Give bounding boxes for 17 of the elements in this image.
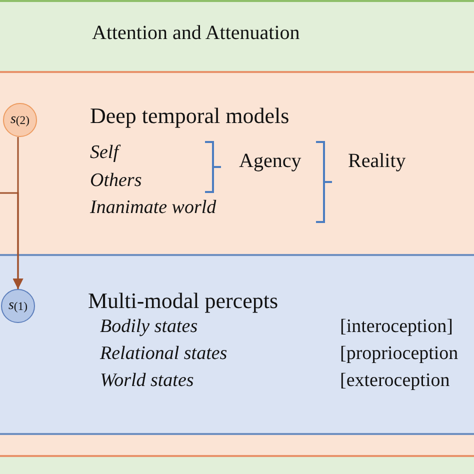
item-text: Others [90, 170, 142, 192]
item-text: Inanimate world [90, 197, 216, 219]
category-text: [proprioception [340, 343, 458, 365]
middle-band [0, 71, 474, 457]
arrow [0, 192, 24, 289]
category-text: [interoception] [340, 316, 453, 338]
inner-band [0, 254, 474, 435]
item-text: Bodily states [100, 316, 198, 338]
item-text: World states [100, 370, 194, 392]
category-text: Reality [348, 150, 406, 173]
category-text: [exteroception [340, 370, 450, 392]
category-text: Agency [239, 150, 302, 173]
band-heading: Multi-modal percepts [88, 288, 278, 314]
item-text: Self [90, 142, 118, 164]
band-heading: Attention and Attenuation [92, 22, 300, 45]
item-text: Relational states [100, 343, 228, 365]
band-heading: Deep temporal models [90, 103, 290, 129]
